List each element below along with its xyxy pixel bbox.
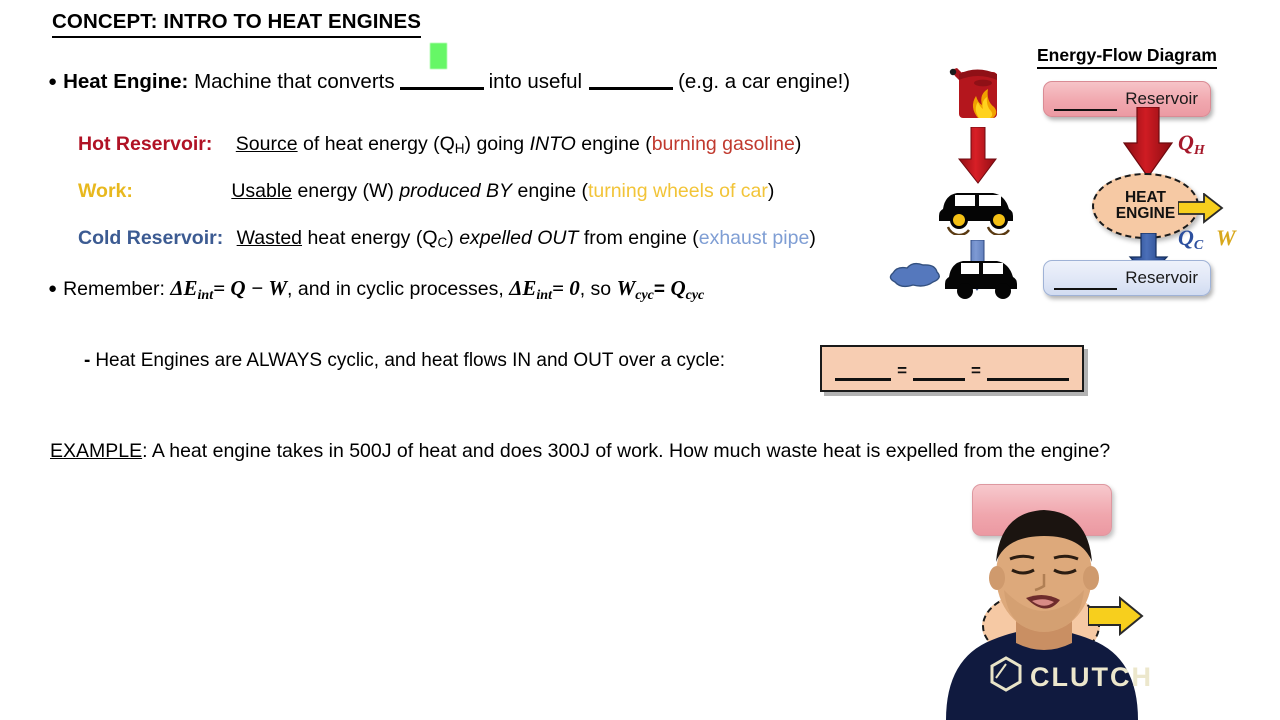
blank-line-input-1[interactable] xyxy=(399,87,484,90)
equation-delta-eint-1: ΔEint xyxy=(170,276,214,303)
work-body-3: engine ( xyxy=(517,180,588,202)
answer-blank-1[interactable] xyxy=(835,368,892,381)
webcam-overlay: CLUTCH xyxy=(900,470,1280,720)
sub-bullet-text: Heat Engines are ALWAYS cyclic, and heat… xyxy=(95,350,726,371)
sub-bullet-cyclic: -Heat Engines are ALWAYS cyclic, and hea… xyxy=(84,350,725,372)
answer-box-cycle-equation[interactable]: = = xyxy=(820,345,1084,392)
cold-body-3: from engine ( xyxy=(583,227,699,249)
cold-reservoir-blank[interactable] xyxy=(1054,288,1117,290)
answer-blank-2[interactable] xyxy=(913,368,965,381)
label-qh: QH xyxy=(1178,130,1205,158)
webcam-work-arrow-icon xyxy=(1088,596,1144,636)
qh-arrow-down-icon xyxy=(1122,107,1174,179)
hot-body-1: of heat energy (Q xyxy=(303,133,455,155)
work-paren-text: turning wheels of car xyxy=(587,180,768,202)
work-label: Work: xyxy=(78,180,133,202)
work-body-1: energy (W) xyxy=(297,180,394,202)
hot-underlined-word: Source xyxy=(235,133,298,155)
example-colon: : xyxy=(142,440,148,462)
definition-cold-reservoir: Cold Reservoir: Wasted heat energy (QC) … xyxy=(78,227,816,250)
green-highlight-marker xyxy=(430,43,447,69)
answer-equals-1: = xyxy=(897,361,907,380)
car-illustration-column xyxy=(885,55,1020,305)
arrow-down-red-icon xyxy=(957,127,997,184)
answer-blank-3[interactable] xyxy=(986,368,1069,381)
car-icon xyxy=(945,261,1017,299)
clutch-shirt-text: CLUTCH xyxy=(1030,662,1153,692)
energy-flow-diagram-title: Energy-Flow Diagram xyxy=(1037,45,1217,69)
heat-engine-text-2: into useful xyxy=(488,70,583,93)
hot-reservoir-box[interactable]: Reservoir xyxy=(1043,81,1211,117)
cold-body-1: heat energy (Q xyxy=(307,227,438,249)
cold-reservoir-box-label: Reservoir xyxy=(1125,268,1198,287)
equation-1-rest: = Q − W xyxy=(213,276,288,300)
hot-body-2: ) going xyxy=(464,133,525,155)
equation-wcyc: Wcyc xyxy=(616,276,654,303)
bullet-dot-icon-2: ● xyxy=(48,280,58,297)
definition-work: Work: Usable energy (W) produced BY engi… xyxy=(78,180,774,203)
hot-reservoir-label: Hot Reservoir: xyxy=(78,133,213,155)
example-label: EXAMPLE xyxy=(50,440,143,462)
equation-3-equals: = xyxy=(653,279,666,300)
heat-engine-label: Heat Engine: xyxy=(63,70,189,93)
car-yellow-wheels-icon xyxy=(939,193,1013,235)
clutch-logo-icon xyxy=(990,656,1022,692)
remember-so-text: , so xyxy=(579,278,612,300)
hot-subscript: H xyxy=(454,141,465,156)
hot-body-4: ) xyxy=(794,133,802,155)
equation-2-rest: = 0 xyxy=(551,276,580,300)
remember-label: Remember: xyxy=(63,278,165,300)
heat-engine-ellipse[interactable]: HEAT ENGINE xyxy=(1092,173,1199,239)
hot-reservoir-box-label: Reservoir xyxy=(1125,89,1198,108)
definition-hot-reservoir: Hot Reservoir: Source of heat energy (QH… xyxy=(78,133,801,156)
main-bullet-heat-engine: ● Heat Engine: Machine that converts into … xyxy=(48,70,850,94)
engine-line-1: HEAT xyxy=(1124,189,1167,207)
hot-reservoir-blank[interactable] xyxy=(1054,109,1117,111)
work-italic-word: produced BY xyxy=(399,180,513,202)
work-body-4: ) xyxy=(767,180,775,202)
answer-equals-2: = xyxy=(971,361,981,380)
cold-reservoir-label: Cold Reservoir: xyxy=(78,227,224,249)
engine-line-2: ENGINE xyxy=(1115,205,1176,222)
exhaust-cloud-icon xyxy=(889,262,940,288)
equation-delta-eint-2: ΔEint xyxy=(509,276,552,303)
cold-subscript: C xyxy=(437,235,448,250)
instructor-avatar: CLUTCH xyxy=(946,510,1153,720)
heat-engine-text-1: Machine that converts xyxy=(194,70,395,93)
gas-can-flame-icon xyxy=(949,68,997,118)
hot-italic-word: INTO xyxy=(529,133,576,155)
remember-formula-line: ●Remember: ΔEint= Q − W, and in cyclic p… xyxy=(48,276,704,304)
equation-qcyc: Qcyc xyxy=(670,276,705,303)
cold-paren-text: exhaust pipe xyxy=(698,227,810,249)
remember-mid-text: , and in cyclic processes, xyxy=(287,278,504,300)
label-qc: QC xyxy=(1178,225,1204,253)
example-problem: EXAMPLE: A heat engine takes in 500J of … xyxy=(50,440,1110,463)
bullet-dot-icon: ● xyxy=(48,73,58,90)
work-arrow-right-icon xyxy=(1178,193,1224,224)
work-underlined-word: Usable xyxy=(231,180,293,202)
cold-reservoir-box[interactable]: Reservoir xyxy=(1043,260,1211,296)
blank-line-input-2[interactable] xyxy=(589,87,674,90)
heat-engine-text-3: (e.g. a car engine!) xyxy=(678,70,851,93)
energy-flow-diagram: Energy-Flow Diagram Reservoir HEAT ENGIN… xyxy=(1030,45,1280,310)
hot-paren-text: burning gasoline xyxy=(651,133,795,155)
cold-italic-word: expelled OUT xyxy=(459,227,579,249)
cold-body-2: ) xyxy=(447,227,454,249)
page-title: CONCEPT: INTRO TO HEAT ENGINES xyxy=(52,10,421,38)
hot-body-3: engine ( xyxy=(581,133,652,155)
label-w: W xyxy=(1216,225,1236,250)
example-text: A heat engine takes in 500J of heat and … xyxy=(151,440,1111,462)
cold-body-4: ) xyxy=(809,227,816,249)
dash-marker-icon: - xyxy=(84,350,91,371)
cold-underlined-word: Wasted xyxy=(236,227,303,249)
